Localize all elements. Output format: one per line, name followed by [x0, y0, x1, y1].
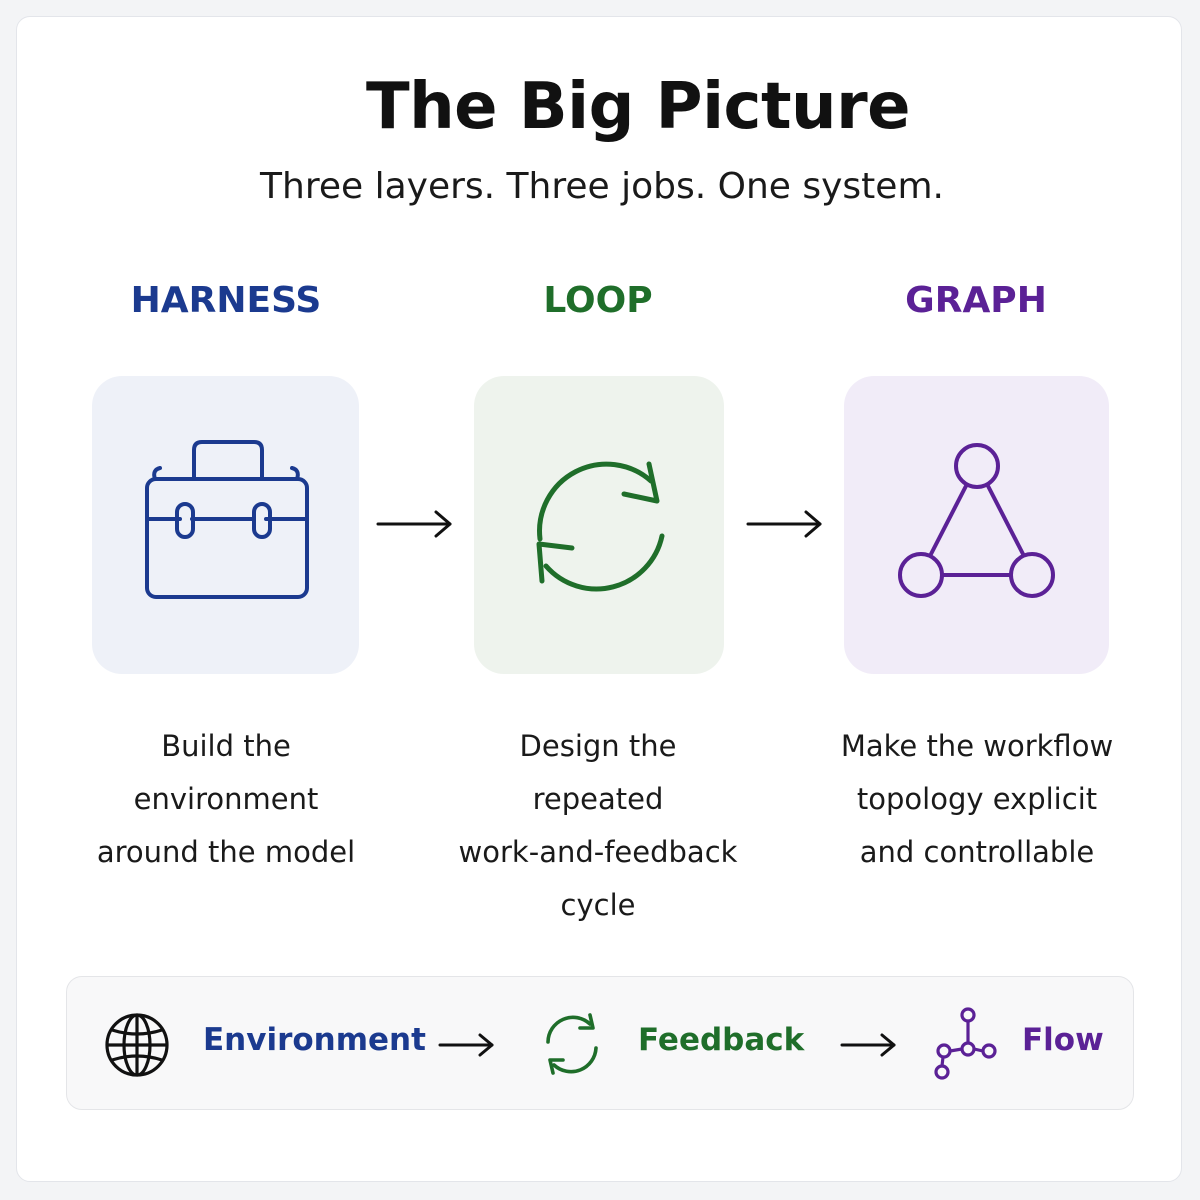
- briefcase-icon: [145, 440, 309, 599]
- harness-tile: [92, 376, 359, 674]
- description-line: Build the: [161, 729, 291, 763]
- layer-title-graph: GRAPH: [905, 280, 1047, 321]
- loop-description: Design the repeated work-and-feedback cy…: [438, 720, 758, 932]
- summary-label-feedback: Feedback: [638, 1022, 805, 1058]
- page-title: The Big Picture: [365, 70, 911, 144]
- branch-nodes-icon: [934, 1007, 997, 1080]
- arrow-right-icon: [746, 510, 822, 538]
- description-line: cycle: [560, 888, 636, 922]
- layer-title-harness: HARNESS: [130, 280, 322, 321]
- summary-label-flow: Flow: [1022, 1022, 1104, 1058]
- description-line: Make the workflow: [840, 729, 1114, 763]
- summary-label-environment: Environment: [203, 1022, 426, 1058]
- triangle-graph-icon: [898, 443, 1055, 598]
- harness-description: Build the environment around the model: [66, 720, 386, 879]
- refresh-cycle-icon: [536, 461, 665, 592]
- globe-icon: [105, 1013, 169, 1077]
- description-line: Design the: [519, 729, 677, 763]
- description-line: repeated: [532, 782, 664, 816]
- refresh-cycle-icon: [546, 1013, 598, 1075]
- layer-title-loop: LOOP: [543, 280, 653, 321]
- description-line: around the model: [96, 835, 356, 869]
- description-line: topology explicit: [856, 782, 1098, 816]
- arrow-right-icon: [840, 1033, 896, 1057]
- description-line: work-and-feedback: [458, 835, 738, 869]
- graph-description: Make the workflow topology explicit and …: [817, 720, 1137, 879]
- summary-bar: [66, 976, 1134, 1110]
- loop-tile: [474, 376, 724, 674]
- description-line: and controllable: [859, 835, 1095, 869]
- arrow-right-icon: [438, 1033, 494, 1057]
- graph-tile: [844, 376, 1109, 674]
- arrow-right-icon: [376, 510, 452, 538]
- description-line: environment: [133, 782, 319, 816]
- page-subtitle: Three layers. Three jobs. One system.: [260, 166, 944, 207]
